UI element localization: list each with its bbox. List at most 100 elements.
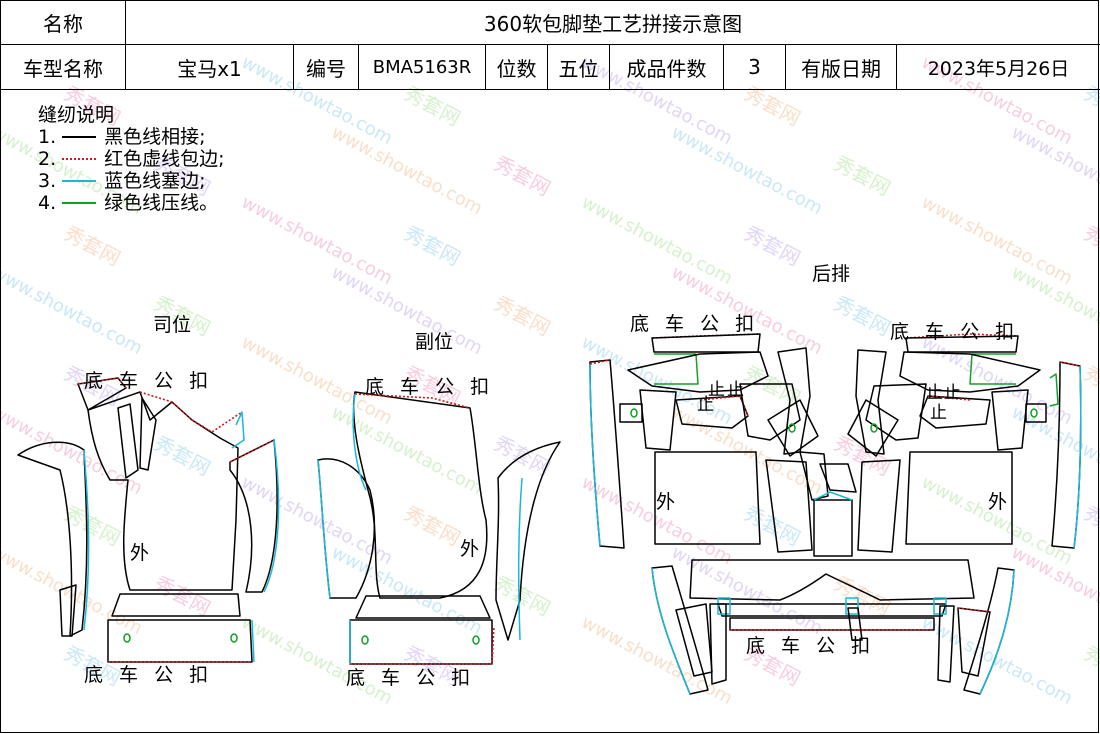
passenger-outer-label: 外 — [460, 538, 480, 560]
passenger-left-blue — [317, 459, 331, 599]
rear-right-strip-red — [1059, 361, 1081, 367]
rear-left-stop-mark: 止 — [697, 395, 714, 415]
passenger-mat — [317, 391, 561, 665]
seats-label: 位数 — [496, 56, 537, 81]
passenger-snap-right — [472, 635, 480, 645]
code-value: BMA5163R — [372, 56, 472, 78]
rear-left-block — [739, 383, 801, 441]
rear-center-tunnel-blue — [813, 491, 853, 501]
legend-item: 2. 红色虚线包边; — [38, 148, 225, 170]
sewing-legend: 缝纫说明 1. 黑色线相接; 2. 红色虚线包边; 3. 蓝色线塞边; 4. 绿… — [38, 104, 225, 214]
rear-right-center — [991, 389, 1029, 451]
legend-num: 3. — [38, 170, 57, 192]
legend-text: 黑色线相接; — [104, 126, 206, 148]
rear-left-tall — [777, 347, 811, 455]
rear-left-upper — [627, 351, 769, 393]
pieces-label: 成品件数 — [626, 56, 707, 81]
rear-left-snap — [630, 408, 638, 418]
drawing-title: 360软包脚垫工艺拼接示意图 — [483, 12, 743, 36]
driver-bottom-blue — [251, 619, 255, 663]
rear-right-red-mid — [927, 395, 971, 401]
driver-section-title: 司位 — [153, 314, 192, 336]
driver-right-panel — [229, 439, 278, 593]
rear-right-side — [857, 459, 901, 553]
passenger-bottom-snap-label: 底 车 公 扣 — [346, 667, 471, 689]
legend-item: 3. 蓝色线塞边; — [38, 170, 225, 192]
date-label: 有版日期 — [801, 56, 881, 81]
passenger-main — [352, 391, 488, 599]
driver-top-left-red — [77, 377, 127, 389]
rear-right-tall — [855, 349, 887, 455]
rear-left-snap-label: 底 车 公 扣 — [630, 313, 755, 335]
rear-left-diamond — [767, 399, 819, 457]
passenger-top-red — [354, 393, 471, 409]
rear-left-strip-blue — [589, 363, 601, 547]
driver-main — [87, 391, 239, 591]
rear-left-floor — [654, 451, 761, 545]
legend-item: 1. 黑色线相接; — [38, 126, 225, 148]
rear-right-snap — [1030, 408, 1038, 418]
date-value: 2023年5月26日 — [927, 57, 1070, 80]
rear-right-snap-label: 底 车 公 扣 — [890, 321, 1015, 343]
passenger-right-panel — [495, 441, 561, 641]
passenger-bottom-panel — [349, 619, 493, 665]
legend-text: 红色虚线包边; — [104, 148, 225, 170]
rear-left-tab — [619, 403, 643, 423]
driver-top-blue — [231, 411, 245, 449]
driver-snap-right — [230, 633, 238, 643]
driver-top-snap-label: 底 车 公 扣 — [84, 370, 209, 392]
driver-top-red — [139, 391, 243, 433]
passenger-heel-strip — [355, 595, 491, 619]
driver-left-wing-blue — [83, 449, 90, 631]
model-value: 宝马x1 — [177, 56, 242, 81]
legend-text: 蓝色线塞边; — [104, 170, 206, 192]
driver-snap-left — [123, 633, 131, 643]
rear-bench-bottom — [729, 617, 935, 631]
rear-right-stop-mark: 止 — [926, 383, 943, 403]
rear-tunnel-left — [799, 451, 829, 501]
rear-bench-mid-2 — [847, 607, 863, 641]
rear-right-outer-label: 外 — [988, 491, 1008, 513]
rear-bench-blue-tab-2 — [845, 597, 859, 615]
driver-right-red — [229, 439, 275, 463]
rear-left-top-panel — [651, 333, 761, 353]
model-label: 车型名称 — [23, 56, 103, 81]
rear-bench-mid-3 — [937, 605, 955, 683]
rear-lower-left-piece — [675, 603, 713, 677]
rear-lower-right-red — [957, 607, 991, 613]
driver-left-wing — [17, 441, 88, 637]
rear-bench-lower — [717, 603, 947, 617]
legend-num: 4. — [38, 192, 57, 214]
blue-line-swatch — [62, 180, 97, 182]
pieces-value: 3 — [748, 55, 761, 79]
driver-small-left — [59, 584, 77, 637]
rear-left-center — [639, 389, 677, 451]
legend-title: 缝纫说明 — [38, 104, 115, 126]
code-label: 编号 — [306, 56, 346, 81]
rear-left-red-mid — [699, 395, 749, 417]
driver-right-blue — [263, 439, 280, 593]
rear-right-stop-mark: 止 — [944, 383, 961, 403]
passenger-right-blue — [517, 477, 523, 641]
passenger-bottom-red — [350, 625, 495, 665]
red-dotted-swatch — [62, 158, 97, 160]
rear-right-top-panel — [905, 335, 1019, 353]
legend-text: 绿色线压线。 — [104, 192, 219, 214]
passenger-section-title: 副位 — [415, 331, 454, 353]
rear-mats — [589, 333, 1082, 695]
rear-right-block — [865, 383, 927, 441]
rear-right-upper — [899, 351, 1041, 393]
rear-bench-upper — [689, 559, 975, 601]
legend-item: 4. 绿色线压线。 — [38, 192, 225, 214]
passenger-top-snap-label: 底 车 公 扣 — [365, 376, 490, 398]
driver-inner-1 — [117, 403, 139, 479]
rear-lower-left-blue — [651, 567, 691, 695]
rear-bench-blue-tab-1 — [717, 597, 731, 615]
rear-right-stop-mark: 止 — [930, 403, 947, 423]
name-label: 名称 — [43, 12, 83, 36]
driver-outer-label: 外 — [130, 542, 150, 564]
rear-left-strip — [589, 359, 625, 549]
rear-left-green-box — [654, 353, 699, 385]
rear-right-floor — [905, 451, 1013, 545]
passenger-snap-left — [361, 635, 369, 645]
